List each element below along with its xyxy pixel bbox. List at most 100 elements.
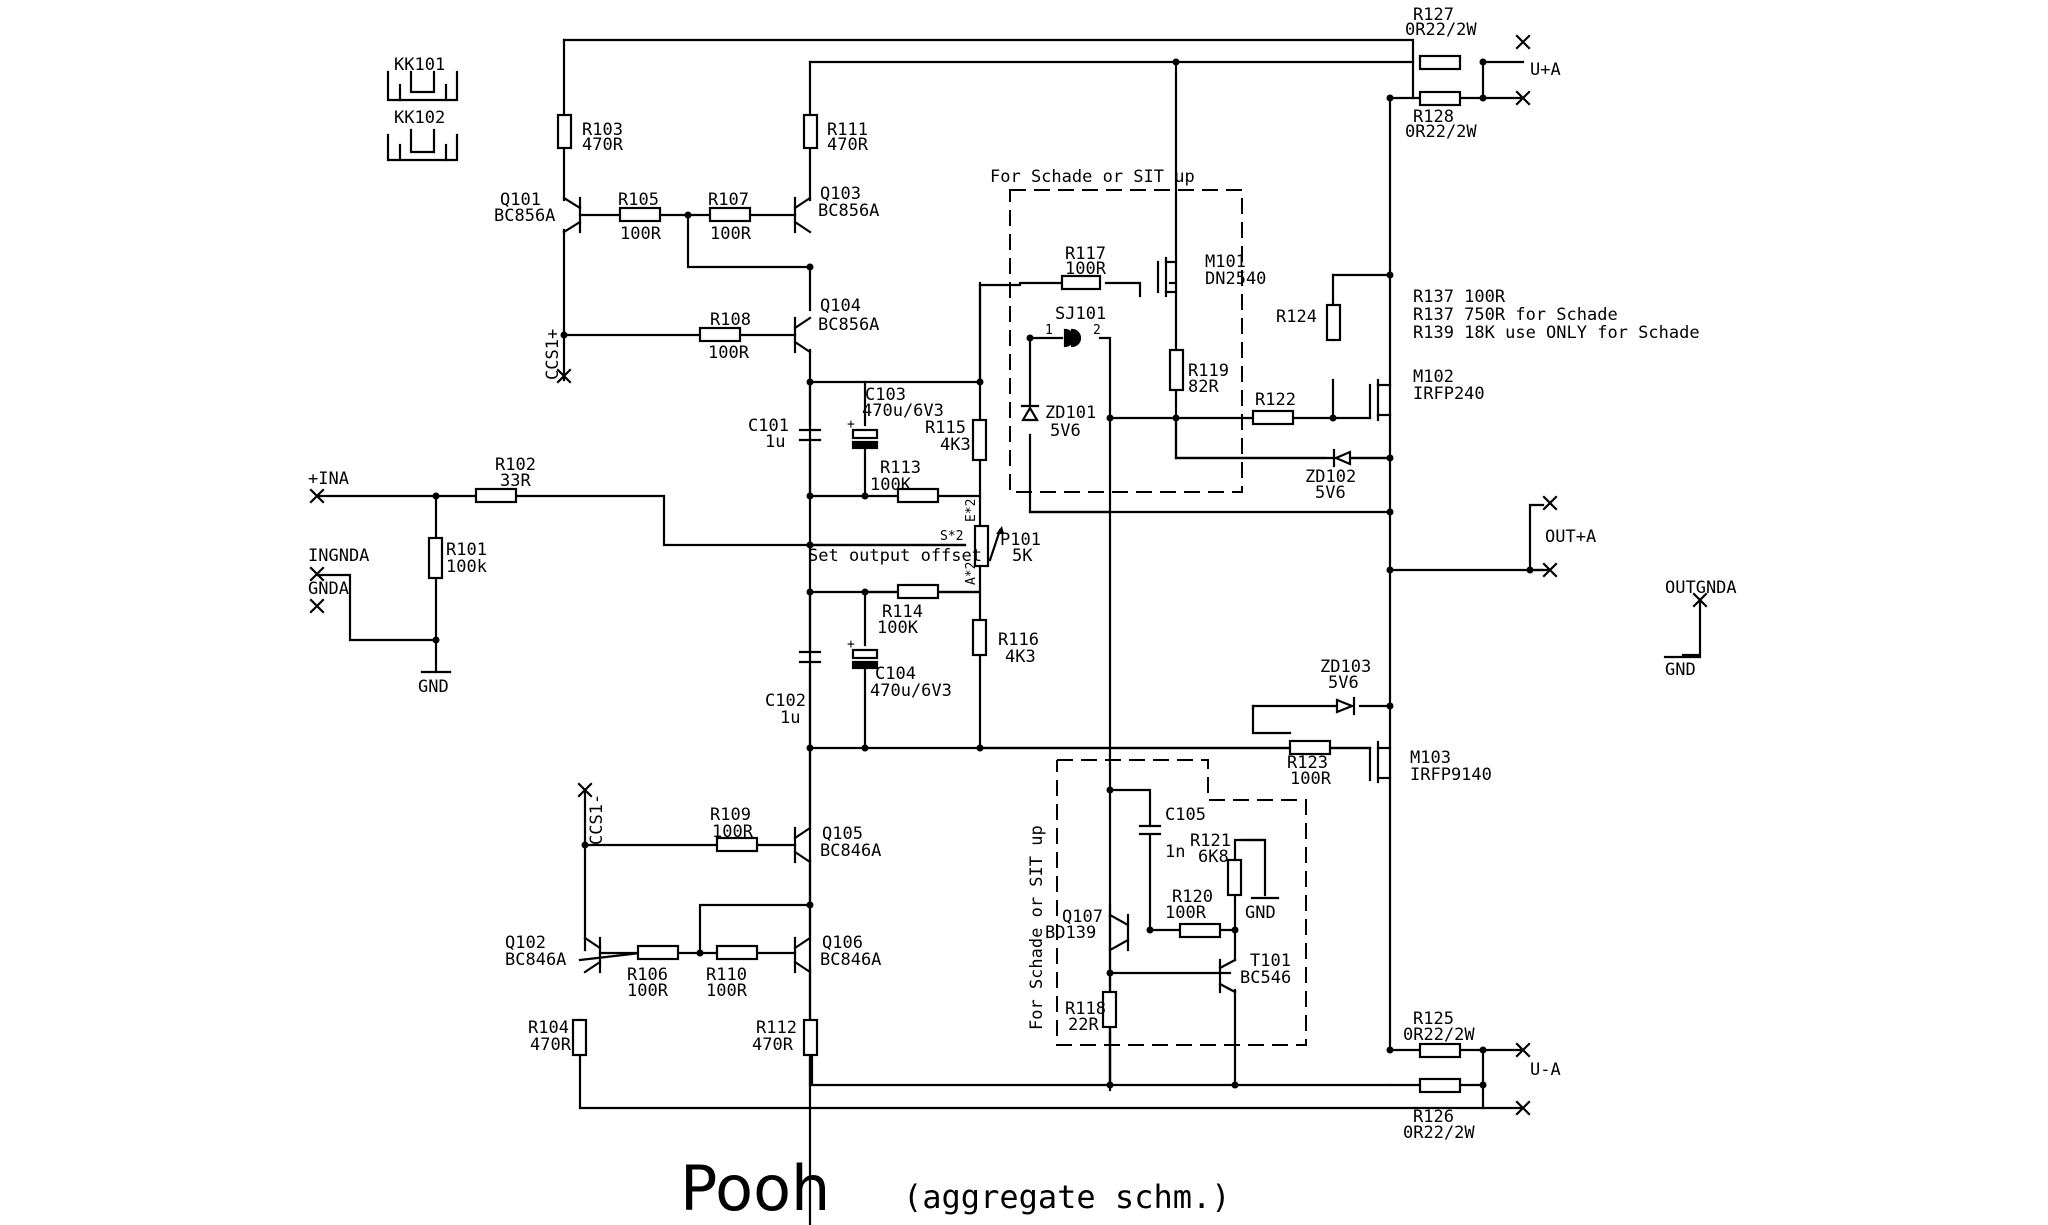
svg-text:1u: 1u xyxy=(780,708,800,728)
svg-text:100R: 100R xyxy=(706,981,748,1001)
svg-text:1u: 1u xyxy=(765,432,785,452)
svg-text:4K3: 4K3 xyxy=(1005,647,1036,667)
resistor-r117 xyxy=(1060,274,1102,291)
svg-text:M101: M101 xyxy=(1205,252,1246,272)
resistor-r111 xyxy=(802,113,819,150)
svg-text:R112: R112 xyxy=(756,1018,797,1038)
svg-text:100k: 100k xyxy=(446,557,487,577)
svg-text:R137 750R for Schade: R137 750R for Schade xyxy=(1413,305,1618,325)
svg-text:1n: 1n xyxy=(1165,842,1185,862)
svg-text:BC846A: BC846A xyxy=(505,950,566,970)
svg-text:470R: 470R xyxy=(582,135,624,155)
svg-text:C102: C102 xyxy=(765,691,806,711)
resistor-r105 xyxy=(618,206,662,223)
zener-zd101 xyxy=(1021,405,1039,422)
svg-text:0R22/2W: 0R22/2W xyxy=(1405,20,1477,40)
svg-text:2: 2 xyxy=(1093,323,1101,338)
svg-text:22R: 22R xyxy=(1068,1015,1099,1035)
gnd-out-label: GND xyxy=(1665,660,1696,680)
svg-text:5V6: 5V6 xyxy=(1050,421,1081,441)
svg-text:C101: C101 xyxy=(748,416,789,436)
svg-text:R139 18K use ONLY for Schade: R139 18K use ONLY for Schade xyxy=(1413,323,1700,343)
resistor-r107 xyxy=(708,206,752,223)
resistor-r101 xyxy=(427,536,444,580)
resistor-r125 xyxy=(1418,1042,1462,1059)
svg-text:DN2540: DN2540 xyxy=(1205,269,1266,289)
in-plus-label: +INA xyxy=(308,469,349,489)
svg-text:R127: R127 xyxy=(1413,5,1454,25)
u-minus-label: U-A xyxy=(1530,1060,1561,1080)
resistor-r104 xyxy=(571,1018,588,1057)
svg-text:R126: R126 xyxy=(1413,1107,1454,1127)
diagram-title: Pooh xyxy=(680,1152,830,1225)
u-plus-label: U+A xyxy=(1530,60,1561,80)
resistor-r122 xyxy=(1251,409,1295,426)
gnda-label: GNDA xyxy=(308,579,349,599)
svg-text:100K: 100K xyxy=(870,475,912,495)
resistor-r116 xyxy=(971,618,988,657)
svg-text:ZD101: ZD101 xyxy=(1045,403,1096,423)
svg-text:Q107: Q107 xyxy=(1062,907,1103,927)
diagram-subtitle: (aggregate schm.) xyxy=(903,1178,1231,1216)
svg-text:R118: R118 xyxy=(1065,999,1106,1019)
svg-text:100K: 100K xyxy=(877,618,919,638)
svg-text:R108: R108 xyxy=(710,310,751,330)
ccs1-plus-label: CCS1+ xyxy=(543,329,563,380)
svg-text:M103: M103 xyxy=(1410,748,1451,768)
svg-text:C105: C105 xyxy=(1165,805,1206,825)
svg-text:100R: 100R xyxy=(710,224,752,244)
out-gnd-label: OUTGNDA xyxy=(1665,578,1737,598)
svg-text:Q104: Q104 xyxy=(820,296,861,316)
svg-text:100R: 100R xyxy=(708,343,750,363)
svg-text:R128: R128 xyxy=(1413,107,1454,127)
svg-text:R119: R119 xyxy=(1188,361,1229,381)
svg-text:100R: 100R xyxy=(1290,769,1332,789)
resistor-r120 xyxy=(1178,922,1222,939)
svg-text:BC856A: BC856A xyxy=(818,315,879,335)
svg-text:5K: 5K xyxy=(1012,546,1033,566)
svg-text:Q101: Q101 xyxy=(500,190,541,210)
resistor-r118 xyxy=(1101,990,1118,1029)
svg-text:BC546: BC546 xyxy=(1240,968,1291,988)
svg-text:R120: R120 xyxy=(1172,887,1213,907)
svg-text:Q102: Q102 xyxy=(505,933,546,953)
resistor-r102 xyxy=(474,487,518,504)
resistor-r128 xyxy=(1418,90,1462,107)
resistor-r110 xyxy=(715,944,759,961)
svg-text:R116: R116 xyxy=(998,630,1039,650)
svg-text:R114: R114 xyxy=(882,602,923,622)
svg-text:IRFP9140: IRFP9140 xyxy=(1410,765,1492,785)
svg-text:M102: M102 xyxy=(1413,367,1454,387)
svg-text:33R: 33R xyxy=(500,471,531,491)
svg-text:BC856A: BC856A xyxy=(818,201,879,221)
ground-symbols xyxy=(420,655,1702,900)
svg-text:100R: 100R xyxy=(1165,903,1207,923)
in-gnd-label: INGNDA xyxy=(308,546,369,566)
gnd-in-label: GND xyxy=(418,677,449,697)
zener-zd103 xyxy=(1335,698,1355,714)
resistor-r113 xyxy=(896,487,940,504)
svg-text:5V6: 5V6 xyxy=(1328,673,1359,693)
svg-text:R110: R110 xyxy=(706,965,747,985)
kk101-label: KK101 xyxy=(394,55,445,75)
resistor-r124 xyxy=(1325,303,1342,342)
svg-text:R109: R109 xyxy=(710,805,751,825)
svg-text:+: + xyxy=(847,637,855,652)
box-upper-label: For Schade or SIT up xyxy=(990,167,1195,187)
resistor-r114 xyxy=(896,583,940,600)
svg-text:100R: 100R xyxy=(627,981,669,1001)
svg-text:R104: R104 xyxy=(528,1018,569,1038)
svg-text:R117: R117 xyxy=(1065,244,1106,264)
svg-text:R124: R124 xyxy=(1276,307,1317,327)
svg-text:IRFP240: IRFP240 xyxy=(1413,384,1485,404)
svg-text:C104: C104 xyxy=(875,664,916,684)
svg-text:470u/6V3: 470u/6V3 xyxy=(862,401,944,421)
svg-text:SJ101: SJ101 xyxy=(1055,304,1106,324)
svg-text:R122: R122 xyxy=(1255,390,1296,410)
capacitors: + + xyxy=(798,417,1162,836)
svg-text:R137 100R: R137 100R xyxy=(1413,287,1506,307)
resistor-r103 xyxy=(556,113,573,150)
svg-text:BC846A: BC846A xyxy=(820,950,881,970)
svg-text:R101: R101 xyxy=(446,540,487,560)
svg-text:C103: C103 xyxy=(865,385,906,405)
